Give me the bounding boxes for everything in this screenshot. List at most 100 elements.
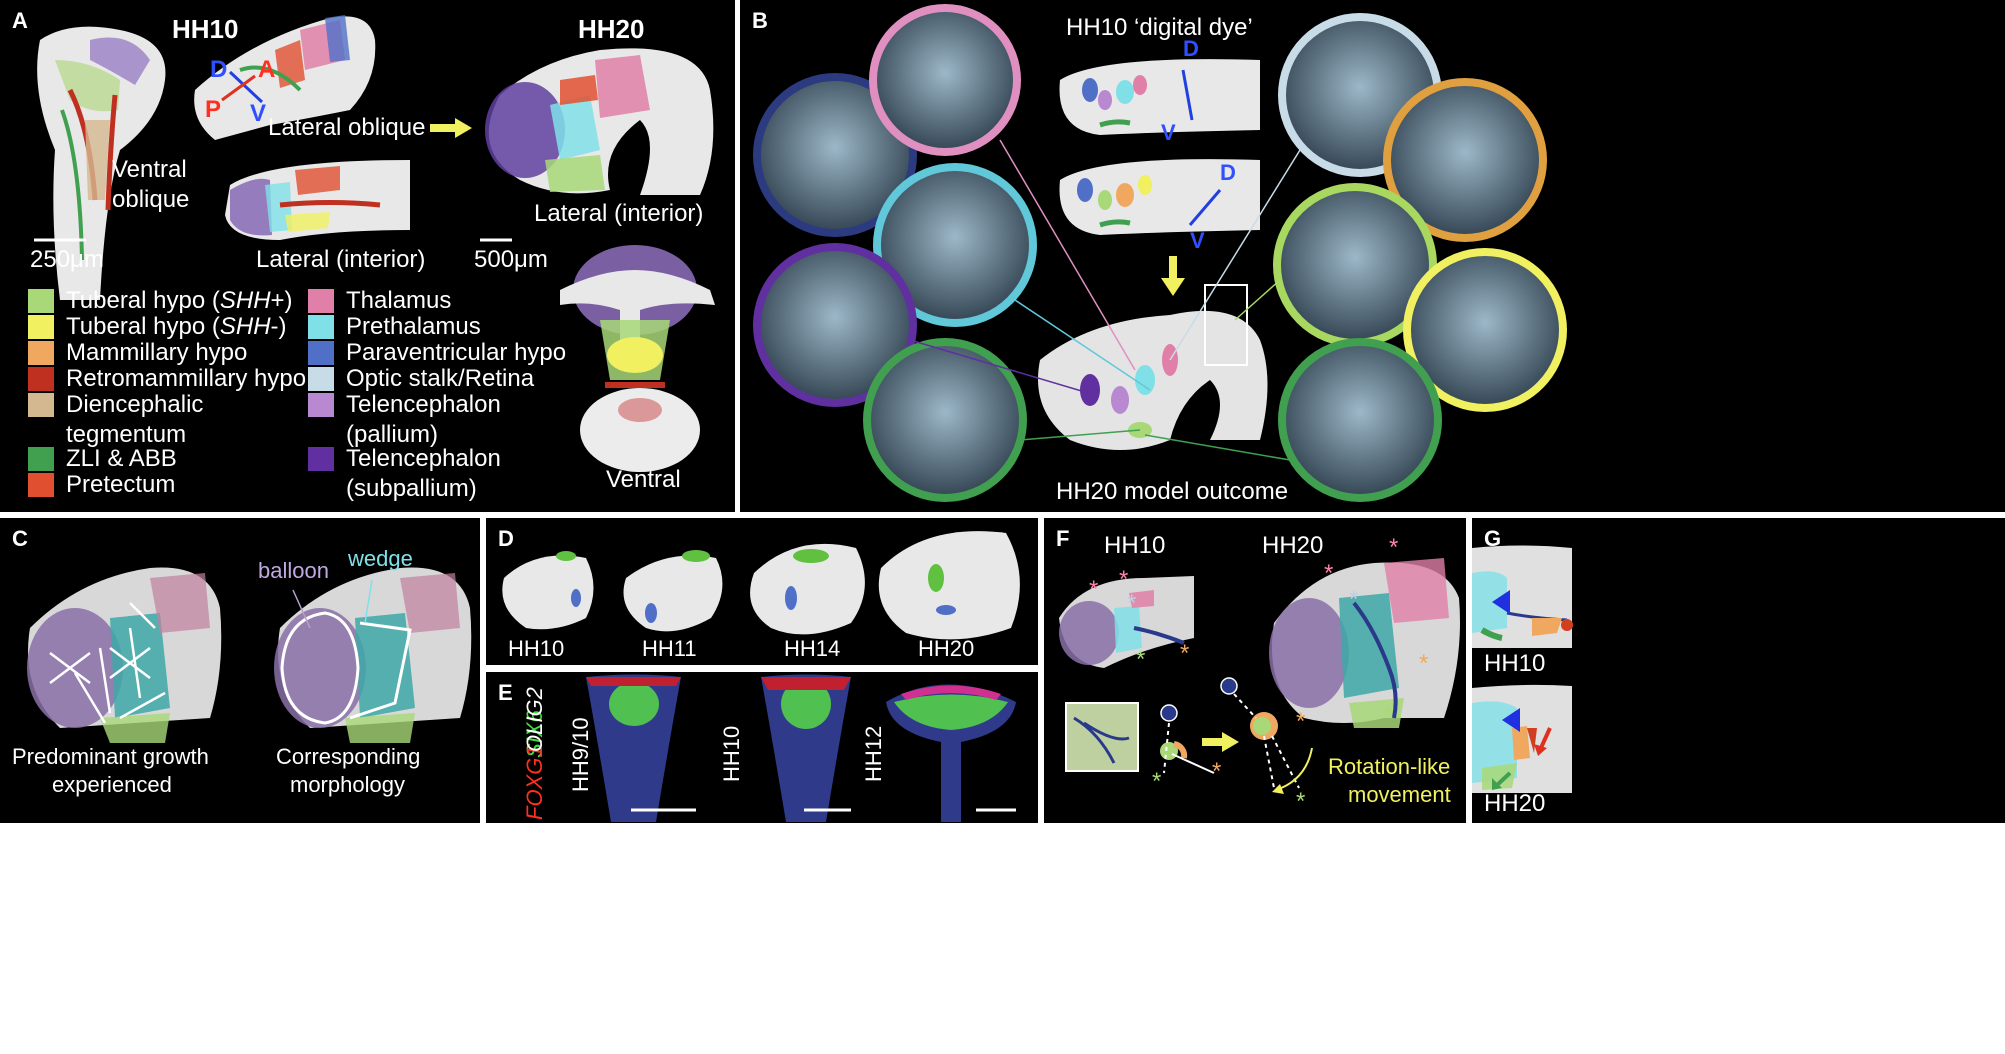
panel-g: G HH10 HH20 (1472, 518, 2005, 823)
legend-label: Tuberal hypo (SHH-) (66, 313, 287, 340)
hh12-stain-image (886, 684, 1016, 822)
hh14-embryo-model (750, 543, 865, 635)
panel-c-illustrations (27, 567, 472, 743)
axis-v-label: V (250, 100, 267, 127)
scale-label-500: 500μm (474, 246, 548, 273)
panel-b-illustrations (753, 4, 1567, 502)
panel-g-label: G (1484, 526, 1502, 551)
legend-item: Thalamus (308, 286, 451, 316)
f-star-green-2: * (1384, 702, 1394, 729)
embryo-image-left-navy (753, 73, 917, 237)
f-star-orange-4: * (1296, 708, 1306, 735)
panel-d-label: D (498, 526, 514, 551)
f-inset-box (1065, 702, 1139, 772)
g-arrowhead-icon-2 (1502, 708, 1520, 732)
legend-item: Pretectum (28, 470, 175, 500)
legend-label: ZLI & ABB (66, 445, 177, 472)
zoom-box (1204, 284, 1248, 366)
wedge-label: wedge (348, 546, 413, 571)
b-axis-v1: V (1161, 120, 1176, 145)
g-stage-hh20: HH20 (1484, 790, 1546, 817)
f-caption-2: movement (1348, 782, 1451, 807)
g-red-arrow-icon (1538, 727, 1552, 751)
hh20-embryo-model (878, 531, 1020, 640)
embryo-image-teal (873, 163, 1037, 327)
hh10-dye-model-top (1059, 59, 1260, 135)
d-stage-label: HH14 (784, 636, 841, 661)
f-rotation-schematic-right (1220, 677, 1313, 794)
b-axis-d1: D (1183, 36, 1199, 61)
panel-a-stage-hh20: HH20 (578, 14, 645, 44)
panel-a-illustrations (34, 15, 715, 472)
legend-swatch (308, 341, 334, 365)
legend-item: Telencephalon(pallium) (308, 390, 501, 450)
legend-item: Tuberal hypo (SHH-) (28, 312, 287, 342)
legend-label: Pretectum (66, 471, 176, 498)
embryo-image-green (1278, 338, 1442, 502)
panel-b-label: B (752, 8, 768, 33)
panel-a-label: A (12, 8, 28, 33)
legend-item: Optic stalk/Retina (308, 364, 534, 394)
hh10-lateral-oblique-model (194, 15, 376, 141)
view-lateral-oblique: Lateral oblique (268, 114, 426, 141)
hh20-ventral-model (560, 245, 715, 472)
b-axis-v2: V (1190, 228, 1205, 253)
legend-label: Telencephalon(pallium) (346, 391, 501, 448)
d-stage-label: HH10 (508, 636, 565, 661)
f-star-pink-3: * (1324, 560, 1334, 587)
connector-lines (909, 139, 1301, 461)
hh20-lateral-interior-model (485, 48, 714, 196)
f-hh10-model (1059, 576, 1194, 668)
hh10-embryo-model (502, 551, 594, 630)
hh9-10-stain-image (586, 674, 681, 822)
f-star-pink-1: * (1089, 576, 1099, 603)
panel-c: C balloon wedge Predomina (0, 518, 480, 823)
hh10-stain-image (761, 674, 851, 822)
view-lateral-interior-left: Lateral (interior) (256, 246, 426, 273)
legend-label: Optic stalk/Retina (346, 365, 535, 392)
g-hh20-model (1472, 684, 1572, 793)
legend-swatch (28, 289, 54, 313)
e-stage-hh9-10: HH9/10 (568, 717, 593, 792)
f-stage-hh20: HH20 (1262, 532, 1324, 559)
g-arrowhead-icon-1 (1492, 590, 1510, 614)
embryo-image-green-purple (863, 338, 1027, 502)
scale-label-250: 250μm (30, 246, 104, 273)
panel-e: E SIX6 FOXG1 OLIG2 HH9/10 HH10 HH12 (486, 672, 1038, 823)
hh11-embryo-model (623, 550, 723, 632)
g-hh10-model (1472, 545, 1573, 648)
view-lateral-interior-right: Lateral (interior) (534, 200, 704, 227)
view-ventral-oblique-2: oblique (112, 186, 190, 213)
f-star-green: * (1136, 646, 1146, 673)
growth-arrows-icon (49, 602, 166, 724)
f-star-navy: * (1127, 590, 1137, 617)
hh10-ventral-oblique-model (37, 26, 166, 301)
caption-left-2: experienced (52, 772, 172, 797)
legend-label: Thalamus (346, 287, 452, 314)
legend-item: ZLI & ABB (28, 444, 177, 474)
panel-f: F HH10 HH20 (1044, 518, 1466, 823)
legend-swatch (28, 341, 54, 365)
panel-f-label: F (1056, 526, 1070, 551)
panel-e-label: E (498, 680, 513, 705)
f-rotation-schematic-left (1160, 704, 1215, 774)
axis-arrows-icon (221, 70, 264, 104)
embryo-image-yellow (1403, 248, 1567, 412)
legend-label: Telencephalon(subpallium) (346, 445, 501, 502)
hh10-dye-model-bottom (1059, 159, 1260, 235)
legend-item: Prethalamus (308, 312, 481, 342)
axis-d-label: D (210, 56, 228, 83)
legend-label: Mammillary hypo (66, 339, 248, 366)
growth-model (27, 567, 222, 743)
legend-swatch (308, 367, 334, 391)
legend-swatch (28, 367, 54, 391)
legend-swatch (28, 393, 54, 417)
f-star-green-4: * (1296, 788, 1306, 815)
panel-f-illustrations (1059, 558, 1460, 794)
f-star-orange-2: * (1419, 650, 1429, 677)
f-caption-1: Rotation-like (1328, 754, 1451, 779)
panel-g-illustrations (1472, 545, 1573, 793)
d-stage-label: HH20 (918, 636, 975, 661)
legend-label: Retromammillary hypo (66, 365, 307, 392)
